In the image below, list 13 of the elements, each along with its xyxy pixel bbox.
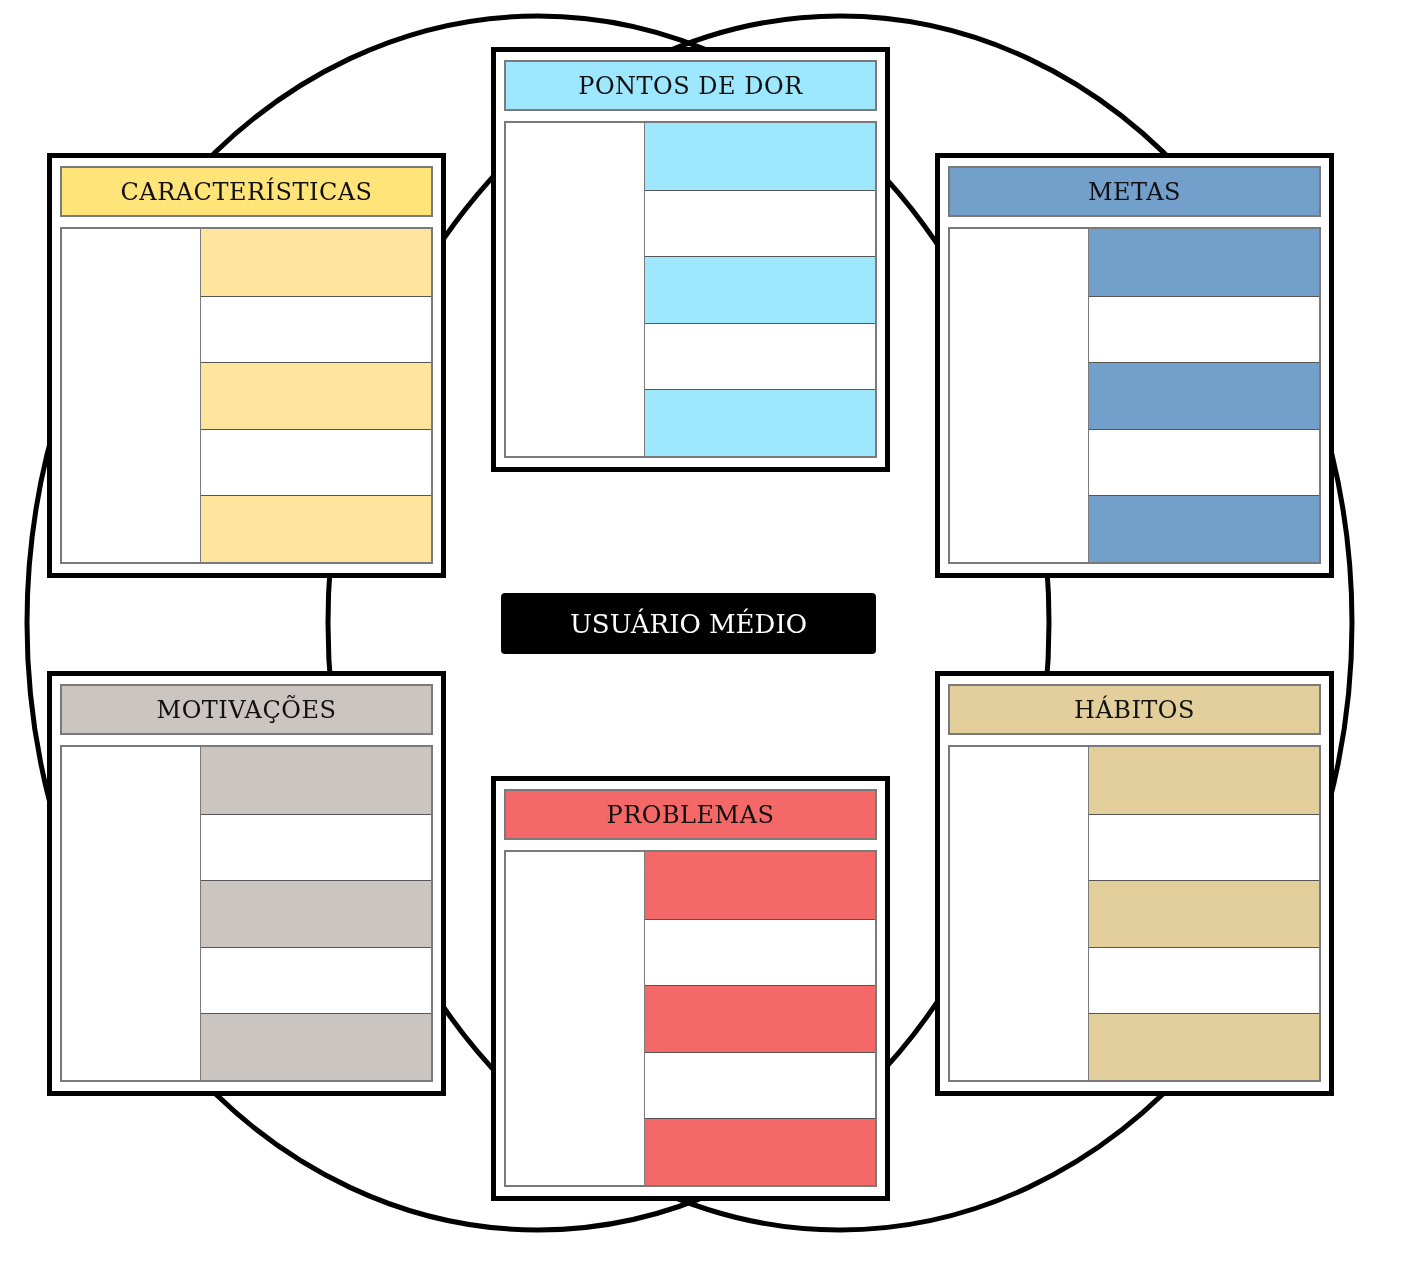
category-panel [47, 671, 446, 1096]
panel-heading: PONTOS DE DOR [504, 60, 877, 111]
category-panel [491, 47, 890, 472]
panel-heading: PROBLEMAS [504, 789, 877, 840]
panel-heading: CARACTERÍSTICAS [60, 166, 433, 217]
category-panel [491, 776, 890, 1201]
category-panel [935, 671, 1334, 1096]
title-box: USUÁRIO MÉDIO [501, 593, 876, 654]
category-panel [935, 153, 1334, 578]
panel-heading: METAS [948, 166, 1321, 217]
panel-heading: MOTIVAÇÕES [60, 684, 433, 735]
panel-heading: HÁBITOS [948, 684, 1321, 735]
category-panel [47, 153, 446, 578]
